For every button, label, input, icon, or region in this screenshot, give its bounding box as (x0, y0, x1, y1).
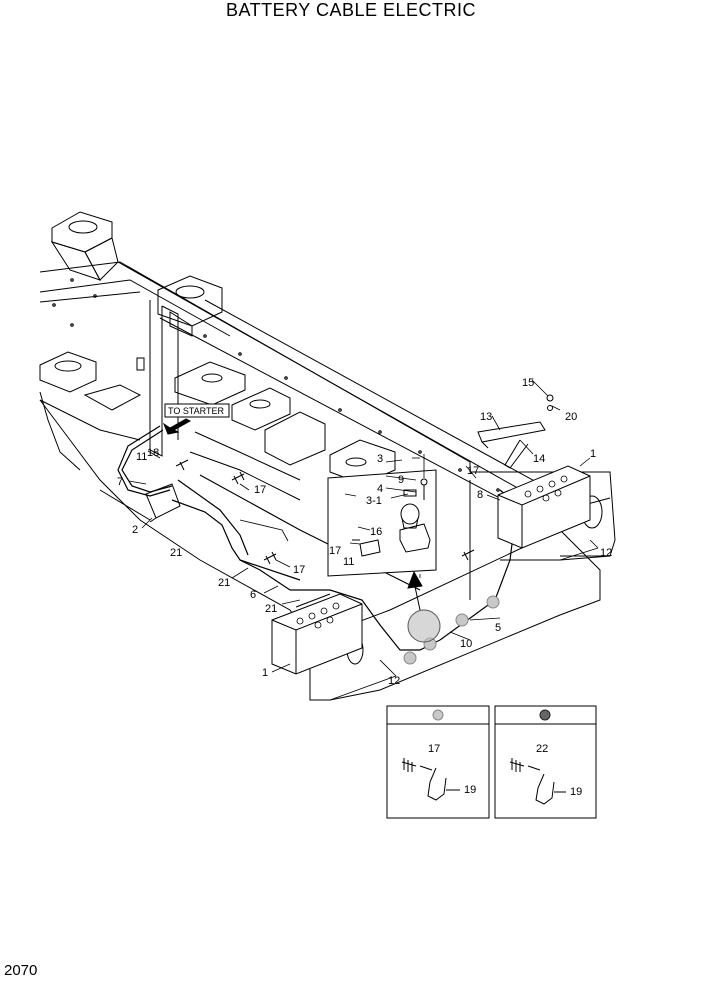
label-part-1: 1 (262, 667, 268, 679)
label-part-13: 13 (480, 411, 492, 423)
label-part-9: 9 (398, 474, 404, 486)
label-part-3-1: 3-1 (366, 495, 382, 507)
label-part-20: 20 (565, 411, 577, 423)
label-part-19: 19 (570, 786, 582, 798)
to-starter-callout (162, 403, 230, 435)
clip-inset-left (386, 705, 490, 819)
label-part-5: 5 (495, 622, 501, 634)
label-part-14: 14 (533, 453, 545, 465)
battery-right (497, 465, 591, 549)
label-part-21: 21 (265, 603, 277, 615)
label-part-7: 7 (117, 476, 123, 488)
page-title: BATTERY CABLE ELECTRIC (225, 0, 477, 20)
leader-lines (128, 379, 599, 701)
label-part-17: 17 (254, 484, 266, 496)
label-part-12: 12 (600, 547, 612, 559)
label-part-17: 17 (467, 465, 479, 477)
label-part-8: 8 (477, 489, 483, 501)
clip-inset-right (494, 705, 597, 819)
label-part-17: 17 (329, 545, 341, 557)
chassis-frame (39, 211, 616, 701)
label-part-22: 22 (536, 743, 548, 755)
detail-arrow (407, 570, 423, 611)
bolt-17-symbols (175, 459, 475, 565)
part-labels: 1 1 2 3 3-1 4 5 6 7 8 9 10 11 11 12 12 1… (117, 377, 612, 798)
disconnect-bracket (145, 483, 181, 523)
label-part-4: 4 (377, 483, 383, 495)
battery-left (271, 593, 363, 675)
label-part-17: 17 (428, 743, 440, 755)
label-part-11: 11 (343, 556, 354, 568)
label-part-17: 17 (293, 564, 305, 576)
label-part-6: 6 (250, 589, 256, 601)
label-part-11: 11 (136, 451, 147, 463)
label-part-21: 21 (170, 547, 182, 559)
label-part-12: 12 (388, 675, 400, 687)
cable-clips (403, 595, 500, 665)
label-part-15: 15 (522, 377, 534, 389)
label-part-2: 2 (132, 524, 138, 536)
label-part-18: 18 (147, 447, 159, 459)
battery-clamp-bar (477, 394, 554, 469)
page-number: 2070 (4, 962, 38, 979)
to-starter-label: TO STARTER (168, 406, 225, 416)
label-part-3: 3 (377, 453, 383, 465)
detail-circle (407, 609, 441, 643)
label-part-21: 21 (218, 577, 230, 589)
label-part-10: 10 (460, 638, 472, 650)
label-part-16: 16 (370, 526, 382, 538)
label-part-19: 19 (464, 784, 476, 796)
master-switch-detail (327, 469, 437, 577)
label-part-1: 1 (590, 448, 596, 460)
